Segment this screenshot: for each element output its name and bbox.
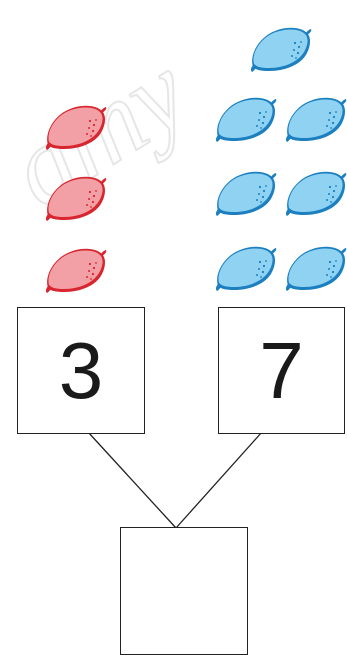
left-connector-line bbox=[87, 431, 177, 529]
blue-lemon-icon bbox=[247, 23, 313, 75]
red-lemon-icon bbox=[42, 172, 108, 224]
blue-lemon-icon bbox=[282, 93, 347, 145]
blue-lemon-icon bbox=[282, 167, 347, 219]
blue-lemon-icon bbox=[212, 167, 278, 219]
blue-lemon-icon bbox=[282, 242, 347, 294]
right-connector-line bbox=[175, 431, 263, 529]
sum-answer-box[interactable] bbox=[120, 527, 248, 655]
blue-lemon-icon bbox=[212, 242, 278, 294]
red-lemon-icon bbox=[42, 101, 108, 153]
blue-lemon-icon bbox=[212, 93, 278, 145]
red-lemon-icon bbox=[42, 244, 108, 296]
left-number: 3 bbox=[58, 325, 104, 415]
sum-answer bbox=[121, 528, 247, 654]
right-number: 7 bbox=[259, 325, 304, 415]
left-number-box: 3 bbox=[17, 307, 145, 434]
right-number-box: 7 bbox=[218, 307, 345, 434]
